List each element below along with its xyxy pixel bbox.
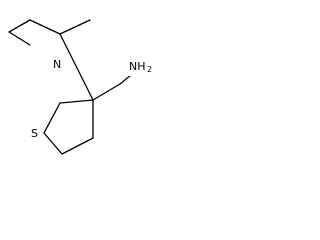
bond-quaternary-carbon-ch2 bbox=[92, 83, 121, 101]
bond-isopropyl-ch-n bbox=[29, 19, 61, 35]
bond-ring-c3-c2 bbox=[59, 99, 94, 104]
bond-n-methyl bbox=[59, 19, 91, 35]
molecule-structure: N S NH 2 bbox=[8, 19, 152, 155]
bond-isopropyl-ch3-bottom bbox=[8, 31, 31, 46]
amine-label-bg bbox=[127, 61, 152, 76]
nitrogen-label-bg bbox=[51, 57, 64, 72]
bond-ring-c5-c4 bbox=[61, 137, 94, 155]
bond-n-quaternary-carbon bbox=[59, 33, 94, 101]
amine-atom-label: NH bbox=[129, 60, 146, 73]
sulfur-label-bg bbox=[30, 127, 41, 142]
bond-ring-s-c5 bbox=[43, 132, 63, 155]
bond-ring-c2-s bbox=[43, 102, 61, 134]
amine-subscript: 2 bbox=[147, 65, 152, 74]
bond-isopropyl-ch3-top bbox=[8, 19, 31, 33]
sulfur-atom-label: S bbox=[31, 127, 38, 140]
nitrogen-atom-label: N bbox=[53, 58, 61, 71]
